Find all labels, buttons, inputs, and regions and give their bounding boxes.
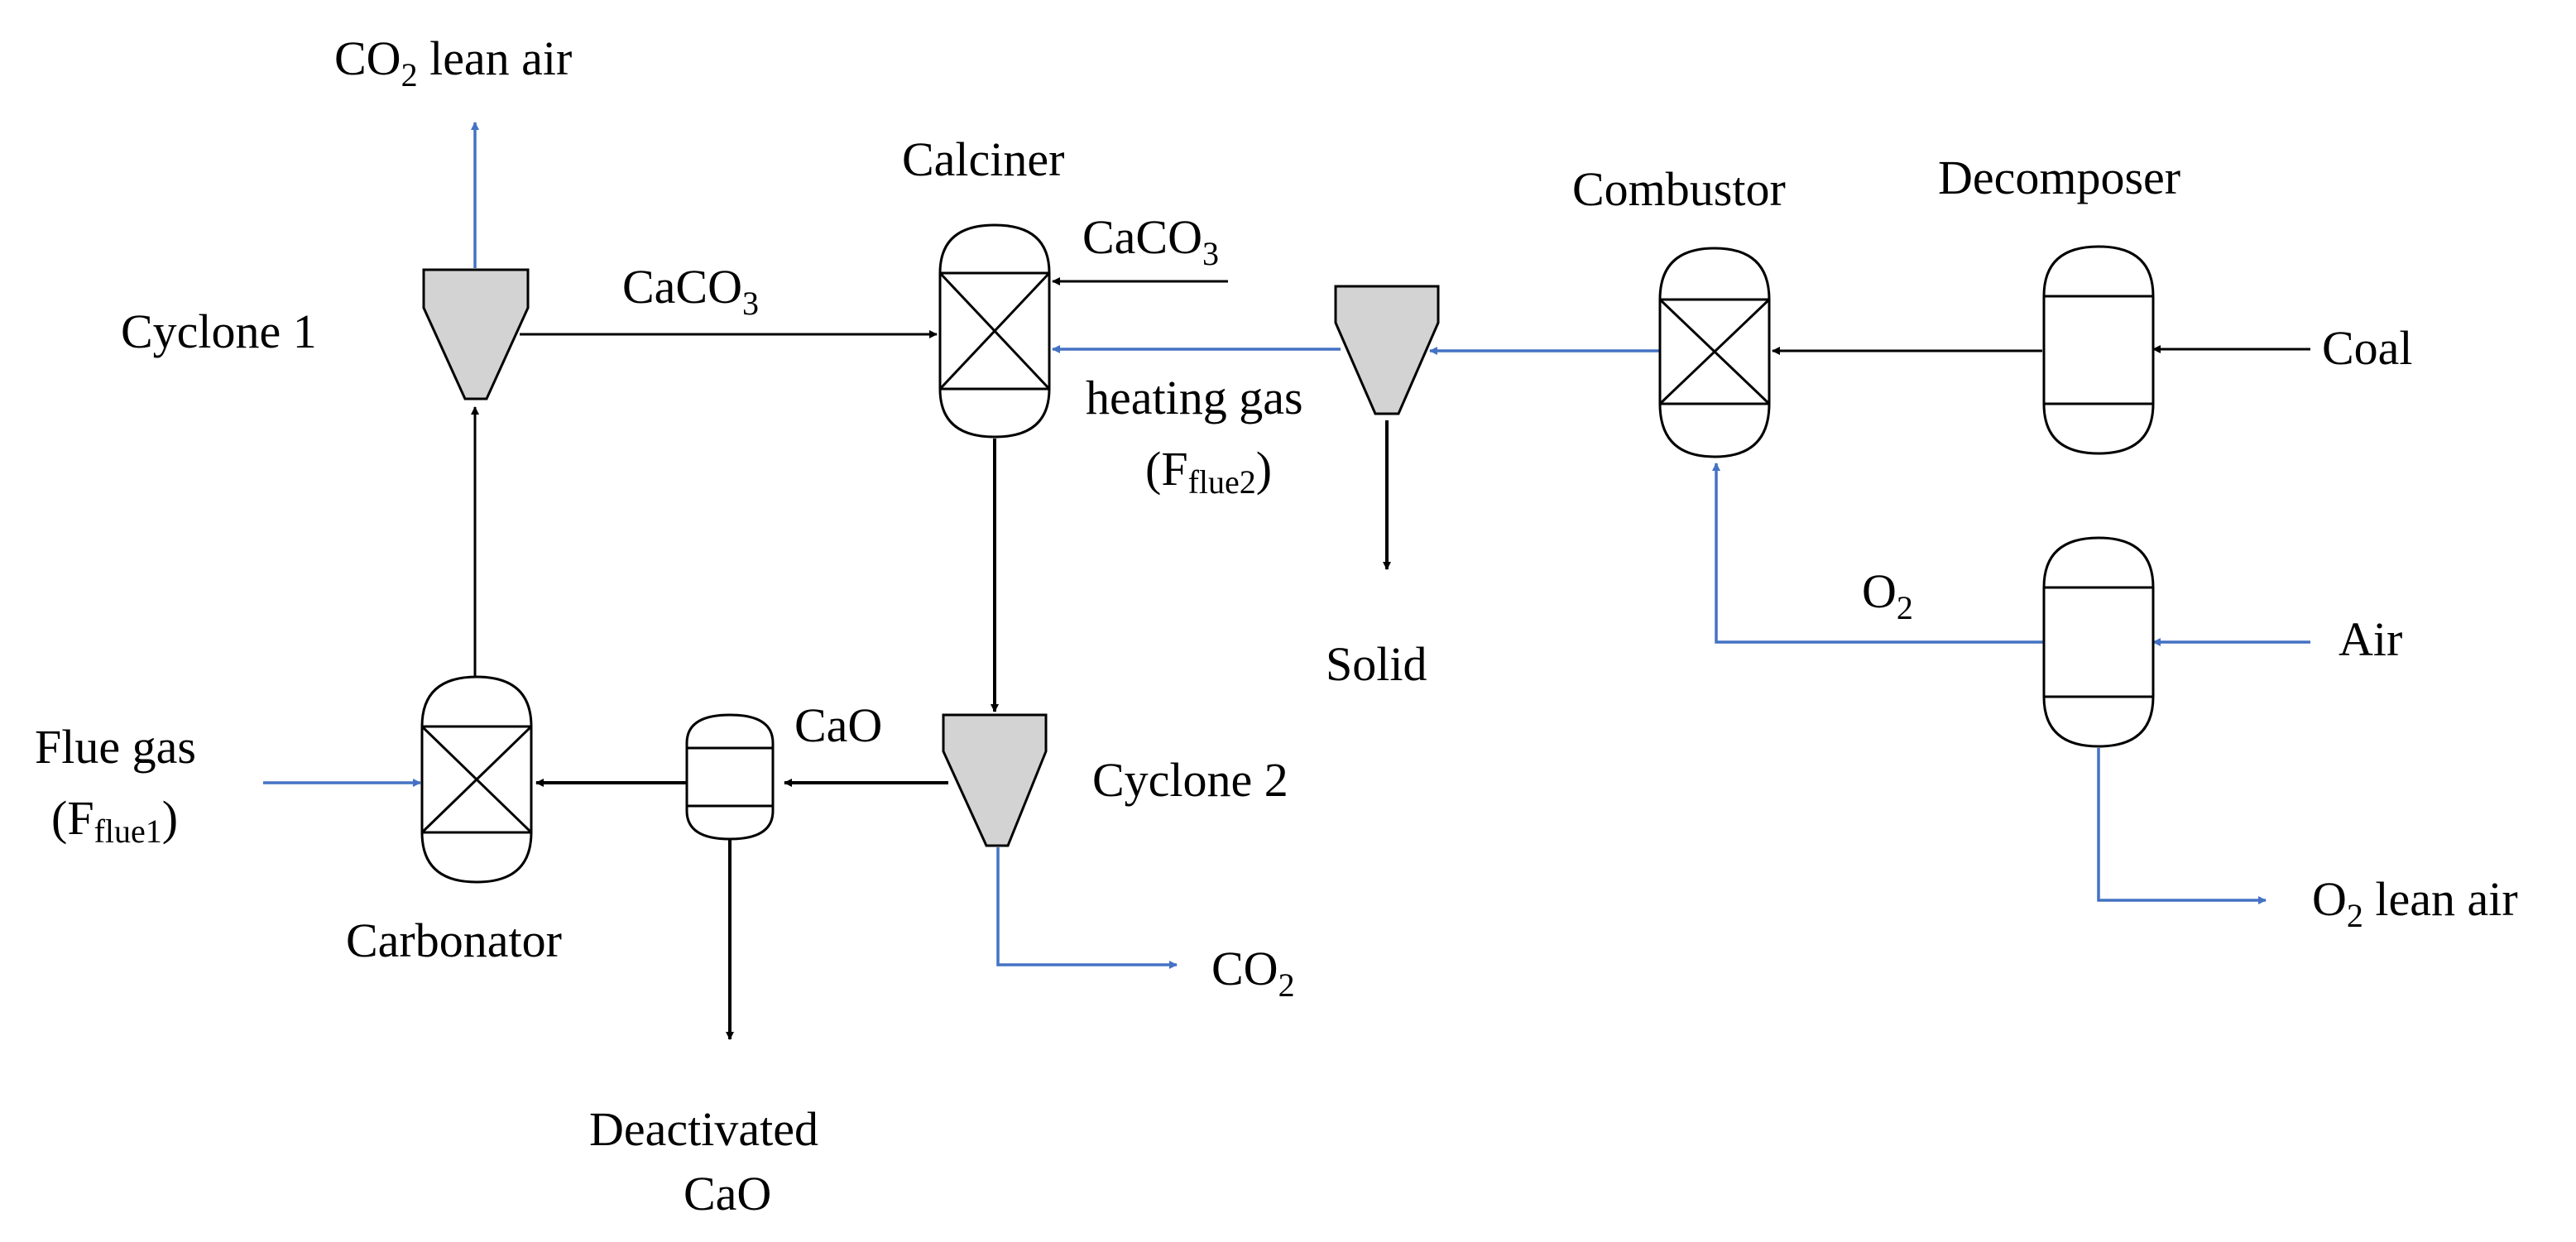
label-cao: CaO	[794, 698, 882, 752]
label-air: Air	[2339, 612, 2402, 666]
stream-co2	[996, 847, 1178, 969]
calciner-vessel	[938, 223, 1051, 439]
label-cyclone-1: Cyclone 1	[121, 305, 317, 358]
stream-o2	[1712, 463, 2044, 644]
cyclone-3	[1334, 285, 1440, 415]
air-separation-vessel	[2042, 536, 2155, 748]
label-caco3-stream: CaCO3	[622, 260, 759, 322]
carbonator-vessel	[420, 675, 533, 884]
label-deactivated-cao: CaO	[684, 1167, 771, 1220]
label-f-flue1: (Fflue1)	[51, 791, 178, 850]
purge-vessel	[685, 713, 775, 841]
label-carbonator: Carbonator	[346, 914, 562, 967]
cyclone-2	[942, 713, 1048, 847]
label-heating-gas: heating gas	[1086, 371, 1303, 424]
label-calciner: Calciner	[902, 132, 1064, 186]
label-caco3-feed: CaCO3	[1082, 210, 1219, 272]
label-flue-gas: Flue gas	[35, 720, 196, 774]
label-combustor: Combustor	[1572, 162, 1786, 216]
label-co2-lean-air: CO2 lean air	[334, 31, 572, 94]
cyclone-1	[422, 268, 530, 400]
label-decomposer: Decomposer	[1938, 151, 2180, 204]
label-coal: Coal	[2322, 321, 2413, 375]
label-cyclone-2: Cyclone 2	[1092, 753, 1288, 807]
stream-o2-lean-air	[2097, 748, 2267, 904]
label-deactivated: Deactivated	[589, 1102, 818, 1156]
label-o2: O2	[1862, 564, 1913, 626]
streams	[263, 122, 2310, 1040]
combustor-vessel	[1658, 247, 1771, 458]
label-solid: Solid	[1326, 637, 1427, 691]
label-co2-out: CO2	[1211, 942, 1295, 1004]
label-o2-lean-air: O2 lean air	[2312, 872, 2518, 934]
decomposer-vessel	[2042, 245, 2155, 455]
label-f-flue2: (Fflue2)	[1145, 442, 1272, 501]
